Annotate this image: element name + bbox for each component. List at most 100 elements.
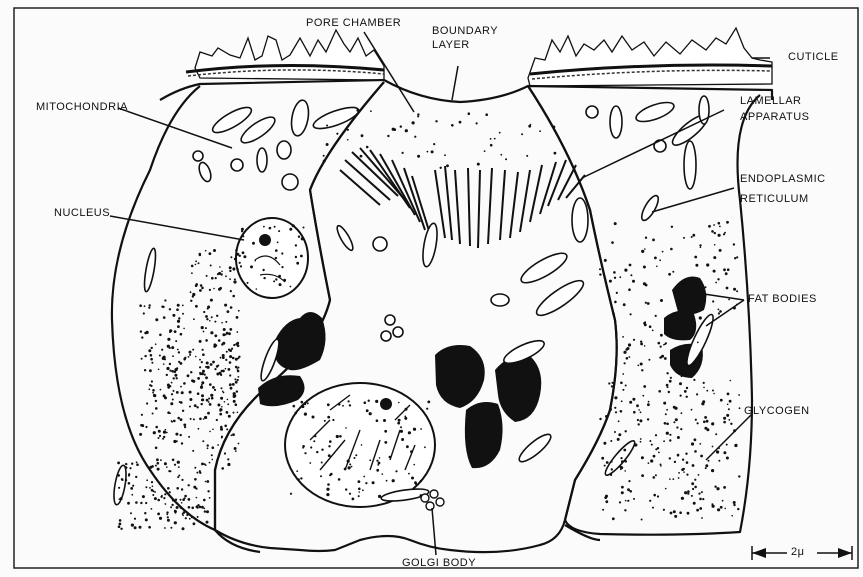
- stipple-dot: [176, 308, 179, 311]
- stipple-dot: [177, 417, 180, 420]
- stipple-dot: [500, 154, 502, 156]
- stipple-dot: [199, 506, 202, 509]
- stipple-dot: [234, 258, 237, 261]
- stipple-dot: [157, 513, 160, 516]
- stipple-dot: [490, 138, 492, 140]
- stipple-dot: [164, 396, 167, 399]
- stipple-dot: [205, 481, 207, 483]
- stipple-dot: [139, 526, 142, 529]
- stipple-dot: [152, 389, 155, 392]
- stipple-dot: [222, 354, 225, 357]
- stipple-dot: [648, 359, 650, 361]
- stipple-dot: [660, 464, 662, 466]
- stipple-dot: [145, 502, 147, 504]
- stipple-dot: [283, 279, 286, 282]
- stipple-dot: [599, 273, 601, 275]
- stipple-dot: [233, 344, 235, 346]
- stipple-dot: [189, 406, 191, 408]
- stipple-dot: [201, 381, 204, 384]
- stipple-dot: [647, 403, 650, 406]
- stipple-dot: [229, 278, 231, 280]
- stipple-dot: [193, 486, 196, 489]
- stipple-dot: [703, 387, 705, 389]
- stipple-dot: [250, 265, 253, 268]
- stipple-dot: [163, 436, 165, 438]
- stipple-dot: [208, 401, 210, 403]
- stipple-dot: [175, 512, 177, 514]
- stipple-dot: [347, 460, 350, 463]
- stipple-dot: [188, 356, 190, 358]
- stipple-dot: [378, 462, 381, 465]
- stipple-dot: [157, 468, 160, 471]
- stipple-dot: [175, 340, 177, 342]
- stipple-dot: [165, 429, 167, 431]
- stipple-dot: [361, 134, 364, 137]
- stipple-dot: [195, 284, 198, 287]
- stipple-dot: [232, 383, 235, 386]
- stipple-dot: [200, 284, 203, 287]
- stipple-dot: [657, 495, 659, 497]
- stipple-dot: [220, 428, 223, 431]
- stipple-dot: [640, 363, 643, 366]
- stipple-dot: [199, 418, 202, 421]
- stipple-dot: [191, 265, 194, 268]
- stipple-dot: [694, 486, 697, 489]
- stipple-dot: [209, 252, 212, 255]
- stipple-dot: [236, 390, 238, 392]
- stipple-dot: [616, 292, 618, 294]
- stipple-dot: [225, 359, 227, 361]
- stipple-dot: [699, 244, 701, 246]
- stipple-dot: [226, 428, 228, 430]
- stipple-dot: [658, 390, 661, 393]
- stipple-dot: [159, 517, 162, 520]
- stipple-dot: [176, 506, 179, 509]
- stipple-dot: [210, 265, 212, 267]
- stipple-dot: [211, 454, 213, 456]
- stipple-dot: [554, 152, 557, 155]
- stipple-dot: [173, 390, 175, 392]
- stipple-dot: [222, 342, 225, 345]
- stipple-dot: [169, 370, 171, 372]
- stipple-dot: [210, 363, 213, 366]
- stipple-dot: [237, 412, 239, 414]
- stipple-dot: [301, 401, 304, 404]
- stipple-dot: [217, 365, 219, 367]
- stipple-dot: [379, 457, 381, 459]
- stipple-dot: [298, 236, 300, 238]
- stipple-dot: [205, 339, 208, 342]
- stipple-dot: [349, 493, 351, 495]
- stipple-dot: [632, 280, 635, 283]
- stipple-dot: [666, 423, 669, 426]
- stipple-dot: [349, 404, 351, 406]
- stipple-dot: [141, 358, 143, 360]
- stipple-dot: [692, 464, 695, 467]
- stipple-dot: [730, 423, 732, 425]
- stipple-dot: [174, 464, 176, 466]
- stipple-dot: [205, 376, 208, 379]
- stipple-dot: [127, 502, 130, 505]
- stipple-dot: [148, 526, 151, 529]
- stipple-dot: [203, 311, 205, 313]
- stipple-dot: [431, 150, 434, 153]
- stipple-dot: [599, 418, 601, 420]
- endoplasmic-leader: [652, 188, 734, 212]
- stipple-dot: [304, 403, 306, 405]
- stipple-dot: [674, 461, 676, 463]
- stipple-dot: [289, 228, 292, 231]
- stipple-dot: [171, 421, 173, 423]
- stipple-dot: [426, 408, 428, 410]
- stipple-dot: [636, 404, 639, 407]
- stipple-dot: [142, 495, 145, 498]
- stipple-dot: [655, 448, 657, 450]
- stipple-dot: [440, 167, 442, 169]
- cuticle-right: [528, 28, 772, 86]
- stipple-dot: [225, 368, 227, 370]
- stipple-dot: [189, 398, 192, 401]
- lamellar-apparatus: [340, 148, 585, 248]
- stipple-dot: [161, 306, 163, 308]
- stipple-dot: [290, 493, 292, 495]
- stipple-dot: [706, 420, 709, 423]
- stipple-dot: [177, 461, 180, 464]
- stipple-dot: [703, 421, 706, 424]
- stipple-dot: [630, 313, 632, 315]
